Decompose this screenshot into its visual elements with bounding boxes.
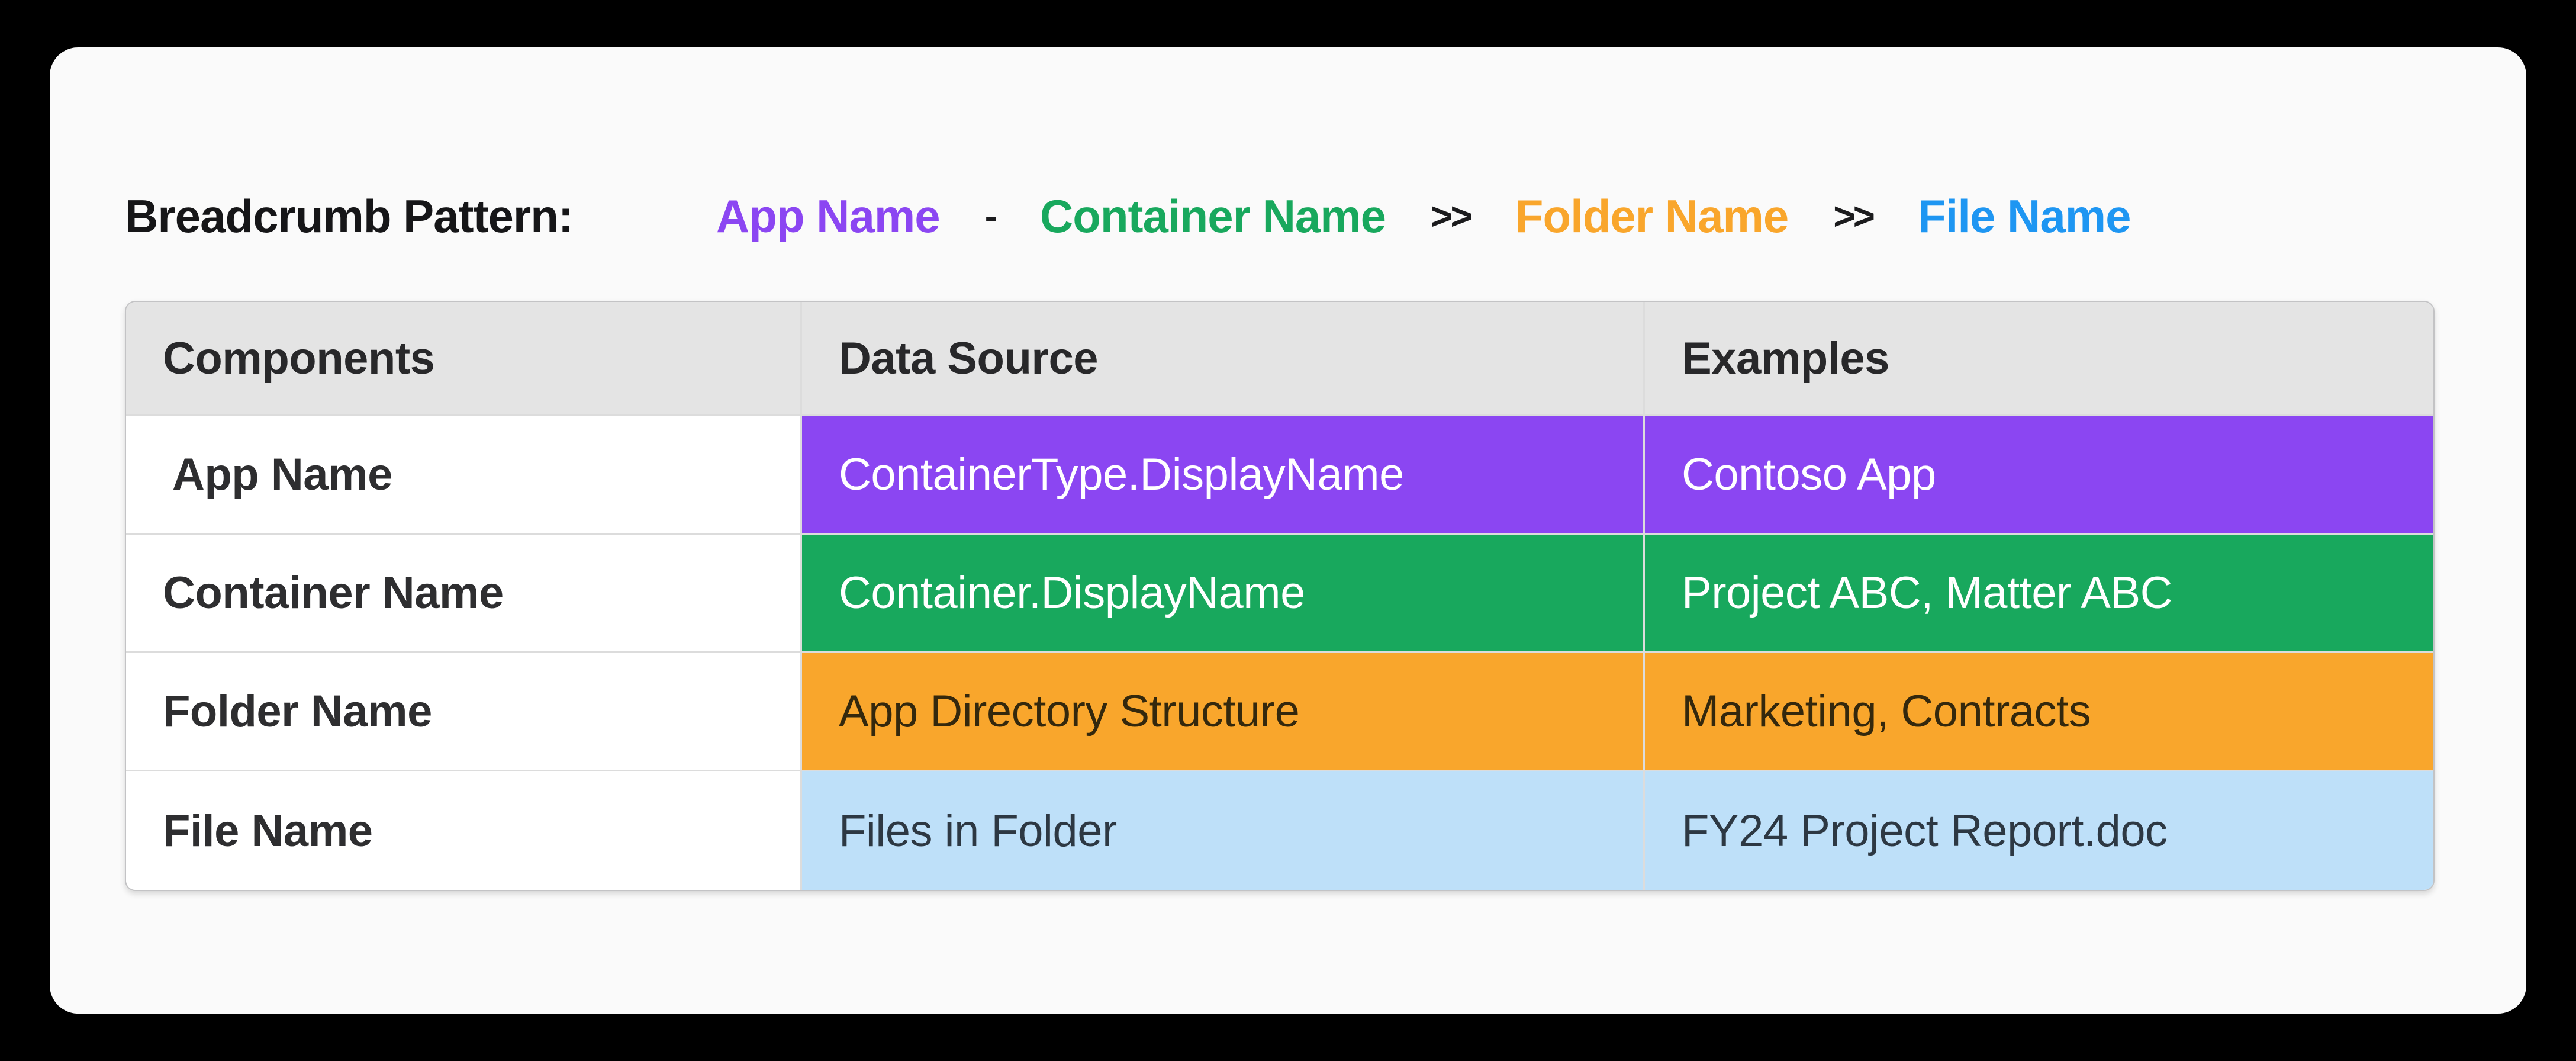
cell-example: Marketing, Contracts <box>1645 653 2433 771</box>
breadcrumb-item-container-name: Container Name <box>1039 190 1386 242</box>
breadcrumb-label: Breadcrumb Pattern: <box>125 190 574 242</box>
table-row: Container Name Container.DisplayName Pro… <box>126 535 2433 653</box>
breadcrumb-item-file-name: File Name <box>1918 190 2131 242</box>
breadcrumb-separator-chevrons: >> <box>1431 195 1473 237</box>
table-row: Folder Name App Directory Structure Mark… <box>126 653 2433 771</box>
table-row: App Name ContainerType.DisplayName Conto… <box>126 416 2433 535</box>
header-data-source: Data Source <box>802 302 1645 416</box>
table-header-row: Components Data Source Examples <box>126 302 2433 416</box>
table-row: File Name Files in Folder FY24 Project R… <box>126 771 2433 890</box>
cell-data-source: Files in Folder <box>802 771 1645 890</box>
breadcrumb-item-folder-name: Folder Name <box>1515 190 1789 242</box>
cell-component: File Name <box>126 771 802 890</box>
cell-example: Project ABC, Matter ABC <box>1645 535 2433 653</box>
cell-data-source: ContainerType.DisplayName <box>802 416 1645 535</box>
breadcrumb-separator-chevrons: >> <box>1833 195 1875 237</box>
breadcrumb-components-table: Components Data Source Examples App Name… <box>125 301 2435 891</box>
cell-data-source: Container.DisplayName <box>802 535 1645 653</box>
cell-component: Folder Name <box>126 653 802 771</box>
header-examples: Examples <box>1645 302 2433 416</box>
header-components: Components <box>126 302 802 416</box>
cell-component: Container Name <box>126 535 802 653</box>
cell-example: Contoso App <box>1645 416 2433 535</box>
breadcrumb-separator-dash: - <box>984 195 997 237</box>
content-card: Breadcrumb Pattern: App Name - Container… <box>50 47 2526 1014</box>
breadcrumb: Breadcrumb Pattern: App Name - Container… <box>125 184 2467 249</box>
cell-example: FY24 Project Report.doc <box>1645 771 2433 890</box>
breadcrumb-item-app-name: App Name <box>716 190 941 242</box>
cell-data-source: App Directory Structure <box>802 653 1645 771</box>
cell-component: App Name <box>126 416 802 535</box>
